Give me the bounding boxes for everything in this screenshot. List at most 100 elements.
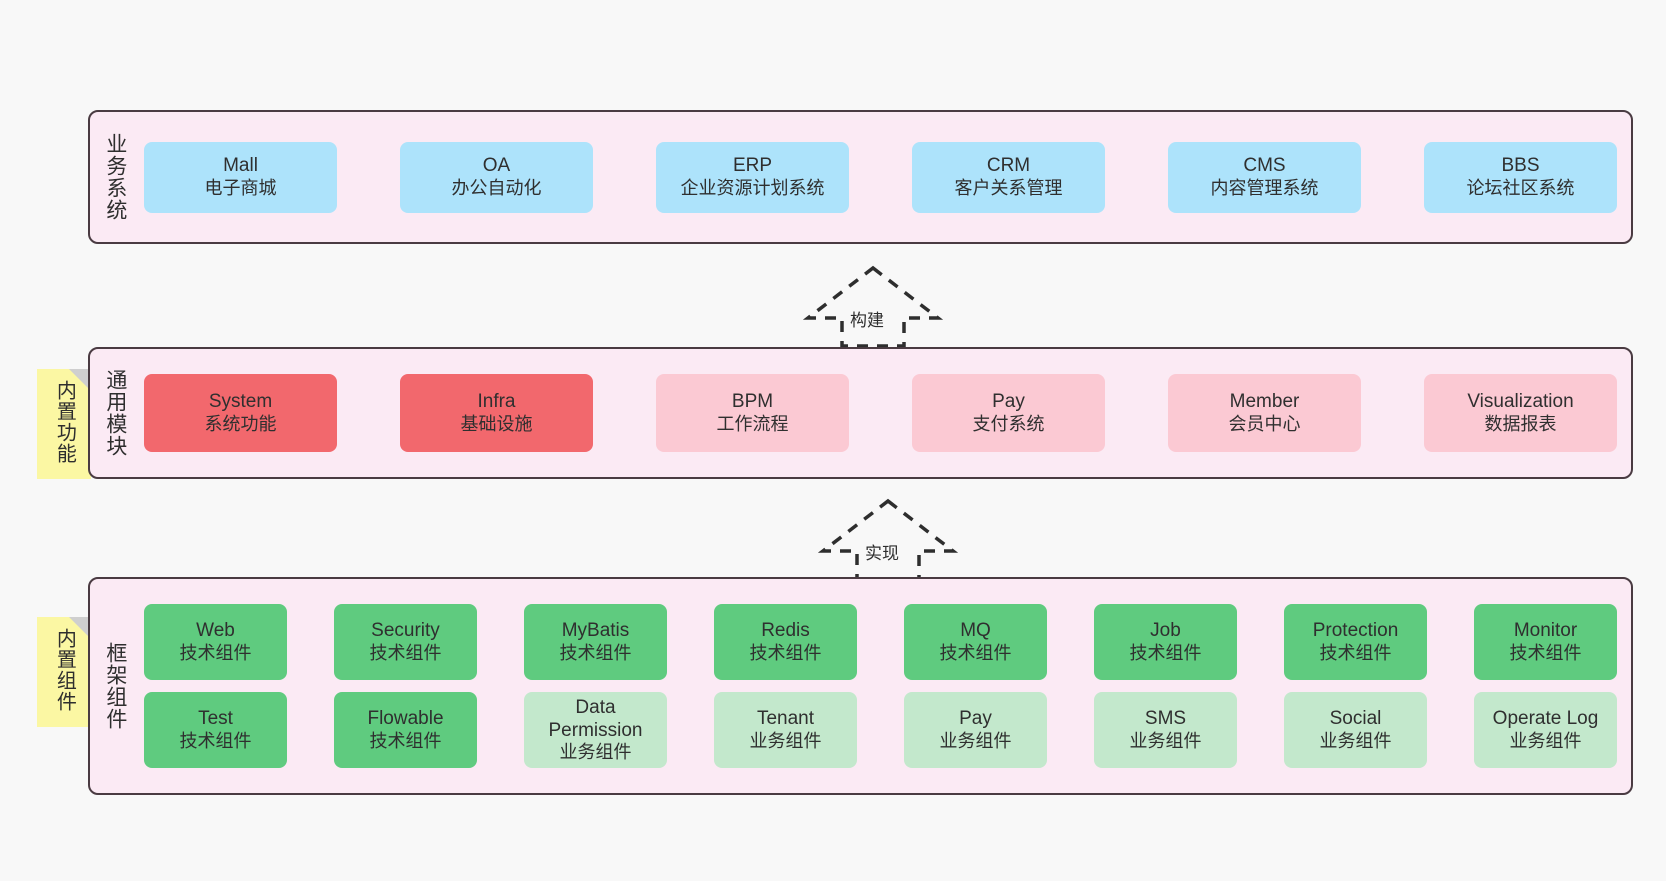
node-protection[interactable]: Protection 技术组件	[1284, 604, 1427, 680]
node-title: System	[208, 391, 273, 413]
node-title: Security	[371, 620, 440, 642]
node-title: CRM	[986, 155, 1031, 177]
node-title: Infra	[477, 391, 516, 413]
node-subtitle: 论坛社区系统	[1466, 177, 1575, 198]
node-system[interactable]: System 系统功能	[144, 374, 337, 452]
node-title: Social	[1329, 708, 1382, 730]
node-subtitle: 电子商城	[204, 177, 277, 198]
node-pay-module[interactable]: Pay 支付系统	[912, 374, 1105, 452]
node-job[interactable]: Job 技术组件	[1094, 604, 1237, 680]
note-fold-corner-icon	[69, 617, 91, 639]
node-test[interactable]: Test 技术组件	[144, 692, 287, 768]
node-data-permission[interactable]: Data Permission 业务组件	[524, 692, 667, 768]
node-subtitle: 基础设施	[460, 413, 533, 434]
node-infra[interactable]: Infra 基础设施	[400, 374, 593, 452]
node-title: Operate Log	[1492, 708, 1599, 730]
node-title: Data Permission	[548, 696, 643, 742]
node-security[interactable]: Security 技术组件	[334, 604, 477, 680]
node-subtitle: 会员中心	[1228, 413, 1301, 434]
layer-title-common-module: 通用模块	[103, 369, 127, 457]
node-subtitle: 系统功能	[204, 413, 277, 434]
node-subtitle: 技术组件	[939, 642, 1012, 663]
node-title: MQ	[960, 620, 991, 642]
node-row: Mall 电子商城 OA 办公自动化 ERP 企业资源计划系统 CRM 客户关系…	[144, 141, 1617, 213]
node-row: System 系统功能 Infra 基础设施 BPM 工作流程 Pay 支付系统…	[144, 374, 1617, 452]
node-subtitle: 内容管理系统	[1210, 177, 1319, 198]
node-subtitle: 业务组件	[1319, 730, 1392, 751]
sticky-note-builtin-component: 内置组件	[37, 617, 91, 727]
relation-arrow-implement: 实现	[813, 495, 963, 583]
dashed-hollow-arrow-icon	[802, 265, 944, 348]
relation-arrow-label: 构建	[848, 306, 886, 331]
node-title: SMS	[1144, 708, 1187, 730]
relation-arrow-label: 实现	[863, 539, 901, 564]
node-title: BBS	[1501, 155, 1540, 177]
node-title: Protection	[1312, 620, 1399, 642]
node-oa[interactable]: OA 办公自动化	[400, 141, 593, 213]
node-cms[interactable]: CMS 内容管理系统	[1168, 141, 1361, 213]
layer-body-common-module: System 系统功能 Infra 基础设施 BPM 工作流程 Pay 支付系统…	[140, 349, 1631, 477]
node-social[interactable]: Social 业务组件	[1284, 692, 1427, 768]
node-title: Test	[198, 708, 233, 730]
node-title: ERP	[732, 155, 773, 177]
node-title: Web	[196, 620, 235, 642]
node-row: Web 技术组件 Security 技术组件 MyBatis 技术组件 Redi…	[144, 604, 1617, 680]
node-mq[interactable]: MQ 技术组件	[904, 604, 1047, 680]
node-title: Flowable	[367, 708, 444, 730]
node-monitor[interactable]: Monitor 技术组件	[1474, 604, 1617, 680]
node-tenant[interactable]: Tenant 业务组件	[714, 692, 857, 768]
node-operate-log[interactable]: Operate Log 业务组件	[1474, 692, 1617, 768]
node-mybatis[interactable]: MyBatis 技术组件	[524, 604, 667, 680]
node-title: Tenant	[756, 708, 815, 730]
node-bbs[interactable]: BBS 论坛社区系统	[1424, 141, 1617, 213]
node-subtitle: 业务组件	[749, 730, 822, 751]
dashed-hollow-arrow-icon	[817, 498, 959, 581]
node-subtitle: 技术组件	[369, 730, 442, 751]
node-title: Member	[1229, 391, 1300, 413]
node-bpm[interactable]: BPM 工作流程	[656, 374, 849, 452]
node-visualization[interactable]: Visualization 数据报表	[1424, 374, 1617, 452]
layer-common-module: 通用模块 System 系统功能 Infra 基础设施 BPM 工作流程 Pay…	[88, 347, 1633, 479]
node-web[interactable]: Web 技术组件	[144, 604, 287, 680]
node-title: Visualization	[1467, 391, 1574, 413]
node-subtitle: 业务组件	[1509, 730, 1582, 751]
node-subtitle: 技术组件	[1319, 642, 1392, 663]
node-subtitle: 技术组件	[369, 642, 442, 663]
node-subtitle: 数据报表	[1484, 413, 1557, 434]
node-flowable[interactable]: Flowable 技术组件	[334, 692, 477, 768]
node-mall[interactable]: Mall 电子商城	[144, 141, 337, 213]
node-subtitle: 业务组件	[1129, 730, 1202, 751]
node-subtitle: 业务组件	[559, 742, 632, 763]
node-subtitle: 客户关系管理	[954, 177, 1063, 198]
layer-title-business-system: 业务系统	[103, 133, 127, 221]
node-title: BPM	[731, 391, 774, 413]
sticky-note-label: 内置功能	[53, 380, 76, 464]
node-title: Redis	[761, 620, 810, 642]
layer-title-framework-component: 框架组件	[103, 642, 127, 730]
layer-body-framework-component: Web 技术组件 Security 技术组件 MyBatis 技术组件 Redi…	[140, 579, 1631, 793]
node-redis[interactable]: Redis 技术组件	[714, 604, 857, 680]
layer-business-system: 业务系统 Mall 电子商城 OA 办公自动化 ERP 企业资源计划系统 CRM…	[88, 110, 1633, 244]
node-erp[interactable]: ERP 企业资源计划系统	[656, 141, 849, 213]
node-subtitle: 工作流程	[716, 413, 789, 434]
node-subtitle: 办公自动化	[451, 177, 542, 198]
node-sms[interactable]: SMS 业务组件	[1094, 692, 1237, 768]
node-row: Test 技术组件 Flowable 技术组件 Data Permission …	[144, 692, 1617, 768]
node-title: Pay	[959, 708, 992, 730]
node-title: Monitor	[1513, 620, 1578, 642]
node-pay-component[interactable]: Pay 业务组件	[904, 692, 1047, 768]
layer-body-business-system: Mall 电子商城 OA 办公自动化 ERP 企业资源计划系统 CRM 客户关系…	[140, 112, 1631, 242]
node-title: MyBatis	[561, 620, 630, 642]
node-title: Pay	[992, 391, 1025, 413]
node-subtitle: 支付系统	[972, 413, 1045, 434]
node-member[interactable]: Member 会员中心	[1168, 374, 1361, 452]
node-subtitle: 业务组件	[939, 730, 1012, 751]
node-title: CMS	[1243, 155, 1286, 177]
node-crm[interactable]: CRM 客户关系管理	[912, 141, 1105, 213]
note-fold-corner-icon	[69, 369, 91, 391]
node-subtitle: 技术组件	[559, 642, 632, 663]
sticky-note-builtin-function: 内置功能	[37, 369, 91, 479]
node-subtitle: 技术组件	[1509, 642, 1582, 663]
relation-arrow-build: 构建	[798, 262, 948, 350]
